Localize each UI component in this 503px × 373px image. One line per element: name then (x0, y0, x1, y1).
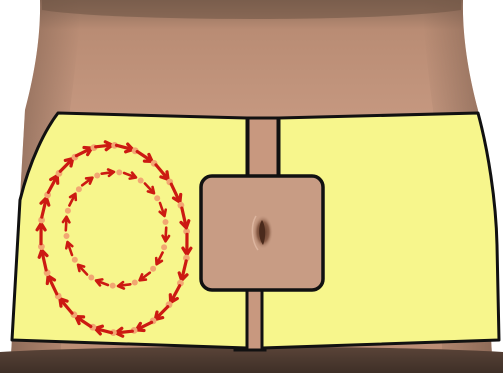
path-dot (110, 283, 116, 289)
center-strip-top (248, 118, 278, 180)
path-dot (65, 208, 71, 214)
path-dot (138, 178, 144, 184)
path-dot (132, 280, 138, 286)
path-dot (76, 186, 82, 192)
path-dot (161, 244, 167, 250)
path-dot (154, 195, 160, 201)
path-dot (94, 173, 100, 179)
path-dot (150, 266, 156, 272)
path-dot (88, 275, 94, 281)
path-dot (72, 257, 78, 263)
path-dot (116, 169, 122, 175)
path-dot (163, 219, 169, 225)
path-dot (64, 233, 70, 239)
